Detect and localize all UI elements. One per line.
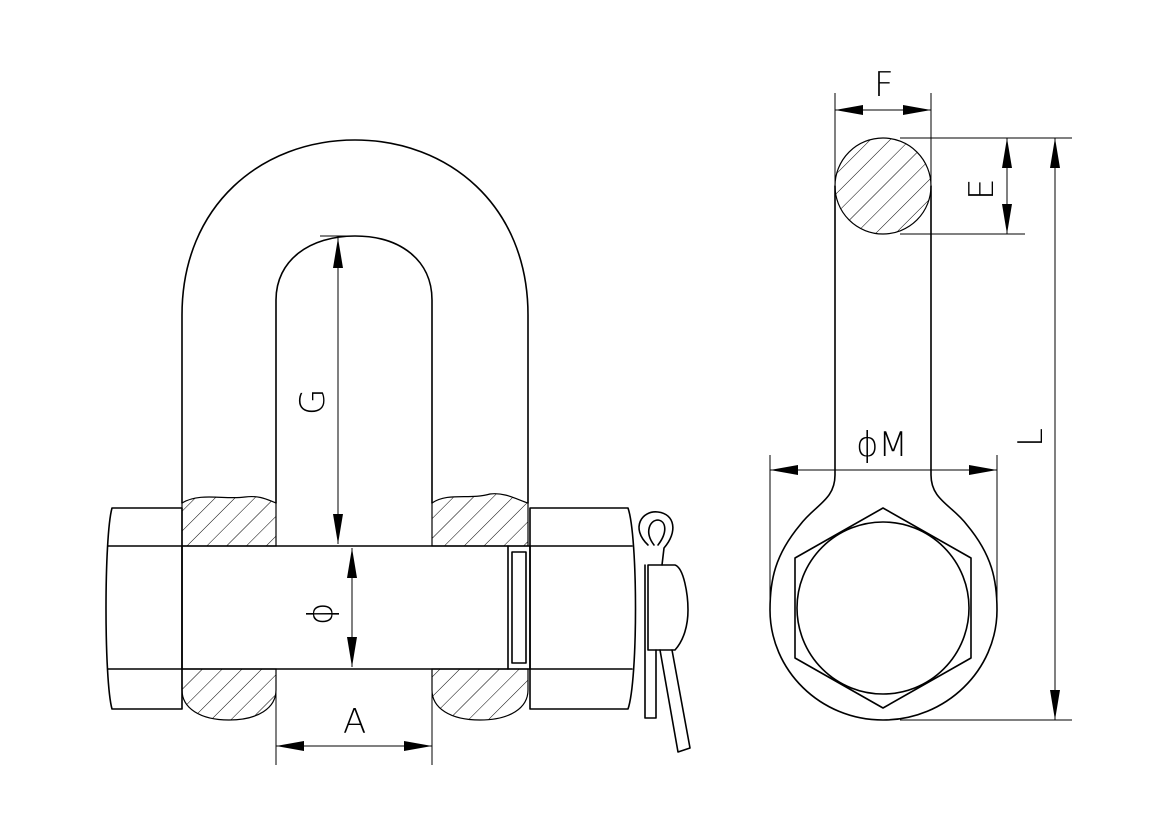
label-phi-m: ϕM — [856, 425, 908, 465]
bolt-pin — [181, 545, 509, 670]
label-g: G — [293, 389, 333, 415]
bolt-thread — [507, 545, 531, 670]
right-top-section — [431, 493, 529, 547]
label-l: L — [1011, 428, 1051, 447]
side-body — [769, 185, 998, 721]
label-e: E — [962, 179, 1002, 200]
bolt-head — [105, 507, 183, 710]
bow-body — [181, 139, 529, 504]
dimension-g: G — [293, 235, 355, 544]
dimension-f: F — [834, 65, 932, 186]
right-bottom-section — [431, 668, 529, 721]
hex-nut — [529, 507, 637, 710]
dimension-m: ϕM — [769, 425, 998, 610]
dimension-e: E — [900, 137, 1025, 235]
dimension-a: A — [275, 669, 433, 765]
left-top-section — [181, 495, 277, 547]
label-a: A — [343, 702, 366, 742]
dimension-l: L — [900, 137, 1072, 721]
side-view: F E L ϕM — [769, 65, 1072, 721]
nut-hexagon — [794, 507, 972, 709]
label-phi: ϕ — [301, 603, 341, 625]
label-f: F — [874, 65, 894, 105]
dimension-phi: ϕ — [301, 548, 357, 667]
pin-circle — [796, 521, 970, 695]
cotter-pin — [638, 511, 691, 753]
left-bottom-section — [181, 668, 277, 721]
front-view: A G ϕ — [105, 139, 691, 765]
bow-cross-section — [834, 137, 932, 235]
